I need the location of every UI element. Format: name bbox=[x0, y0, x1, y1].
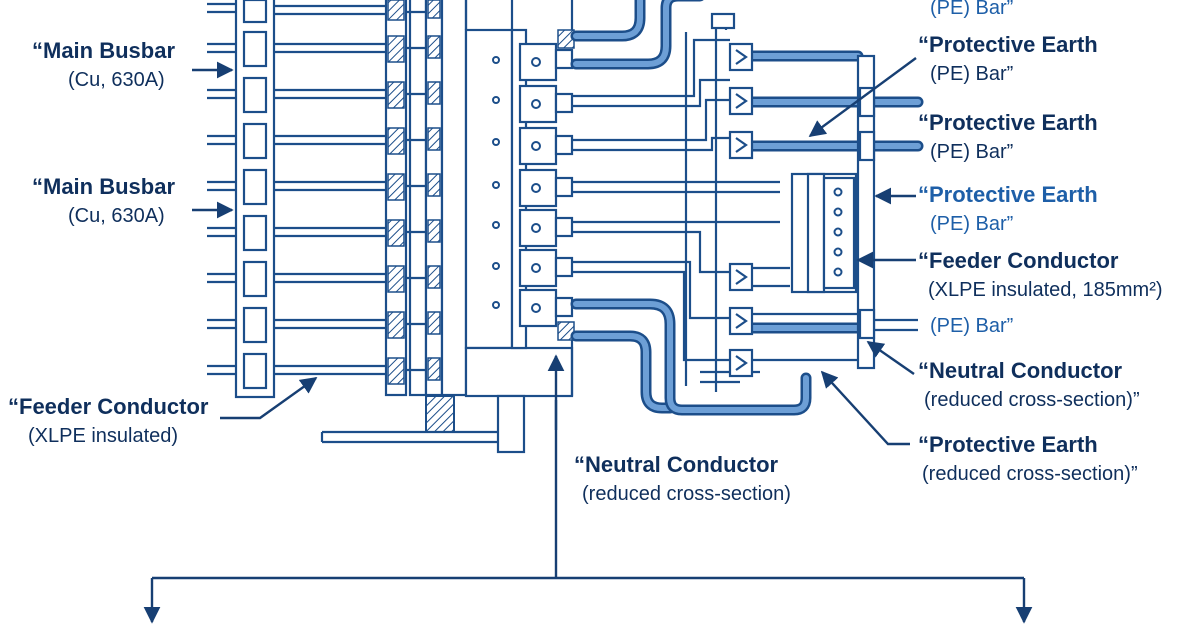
main-busbar-1-sub: (Cu, 630A) bbox=[68, 69, 165, 91]
pe-3-sub: (PE) Bar” bbox=[930, 213, 1013, 235]
main-busbar-1-title: “Main Busbar bbox=[32, 38, 175, 63]
terminal-block bbox=[790, 172, 858, 294]
thick-cables bbox=[570, 0, 924, 416]
pe-reduced-title: “Protective Earth bbox=[918, 432, 1098, 457]
main-busbar-2-title: “Main Busbar bbox=[32, 174, 175, 199]
busbar-stubs bbox=[207, 2, 236, 376]
pointer-arrows bbox=[192, 57, 917, 446]
feeder-right-sub: (XLPE insulated, 185mm²) bbox=[928, 279, 1163, 301]
right-wiring bbox=[572, 12, 780, 392]
pe-1-title: “Protective Earth bbox=[918, 32, 1098, 57]
contactor-group bbox=[728, 42, 858, 378]
feeder-left-title: “Feeder Conductor bbox=[8, 394, 209, 419]
neutral-right-title: “Neutral Conductor bbox=[918, 358, 1123, 383]
distribution-tree bbox=[143, 400, 1033, 624]
pe-bar-top-label: (PE) Bar” bbox=[930, 0, 1013, 19]
central-enclosure bbox=[320, 0, 574, 454]
neutral-center-title: “Neutral Conductor bbox=[574, 452, 779, 477]
neutral-right-sub: (reduced cross-section)” bbox=[924, 389, 1140, 411]
pe-1-sub: (PE) Bar” bbox=[930, 63, 1013, 85]
labels: (PE) Bar” “Main Busbar (Cu, 630A) “Main … bbox=[8, 0, 1163, 505]
neutral-center-sub: (reduced cross-section) bbox=[582, 483, 791, 505]
feeder-right-title: “Feeder Conductor bbox=[918, 248, 1119, 273]
pe-bar bbox=[856, 54, 918, 370]
busbar-conductors bbox=[274, 4, 388, 376]
pe-2-sub: (PE) Bar” bbox=[930, 141, 1013, 163]
main-busbar-strip bbox=[234, 0, 276, 399]
pe-2-title: “Protective Earth bbox=[918, 110, 1098, 135]
main-busbar-2-sub: (Cu, 630A) bbox=[68, 205, 165, 227]
pe-3-title: “Protective Earth bbox=[918, 182, 1098, 207]
pe-reduced-sub: (reduced cross-section)” bbox=[922, 463, 1138, 485]
breaker-column bbox=[384, 0, 444, 397]
pe-bar-mid-label: (PE) Bar” bbox=[930, 315, 1013, 337]
feeder-left-sub: (XLPE insulated) bbox=[28, 425, 178, 447]
terminal-column bbox=[510, 0, 575, 396]
